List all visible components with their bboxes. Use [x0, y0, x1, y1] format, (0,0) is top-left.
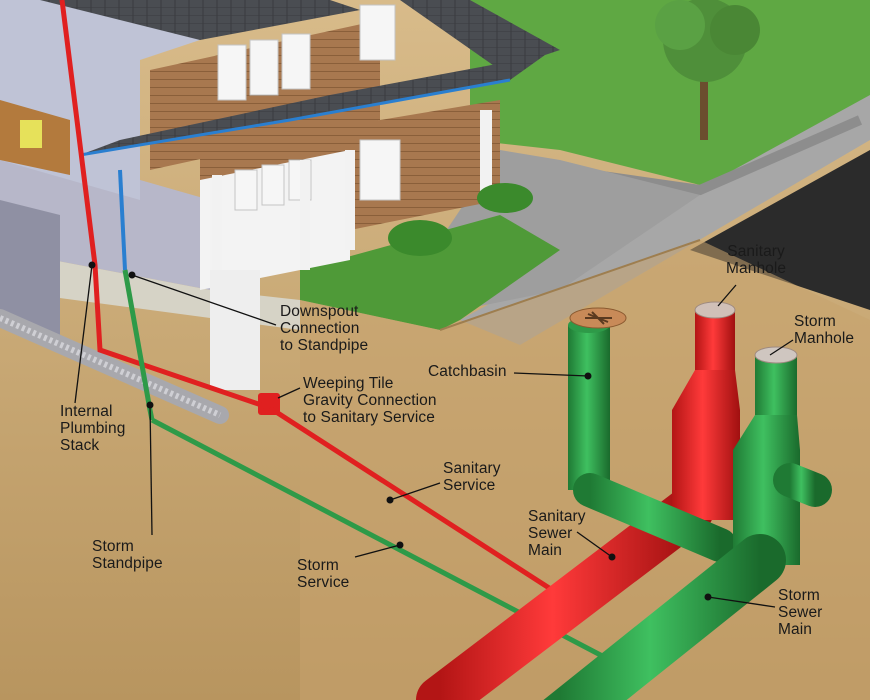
sanitary-service-pipe [268, 405, 562, 598]
label-sanitary-sewer-main: Sanitary Sewer Main [528, 508, 586, 559]
leader-lines [74, 264, 794, 608]
storm-sewer-main [543, 534, 786, 700]
label-storm-sewer-main: Storm Sewer Main [778, 587, 823, 638]
weeping-tile-ridges [0, 315, 222, 418]
front-lawn [300, 215, 560, 330]
kitchen-appliance [20, 120, 42, 148]
tree [655, 0, 760, 140]
foundation-pier [210, 270, 260, 390]
label-sanitary-service: Sanitary Service [443, 460, 501, 494]
sanitary-sewer-main [416, 486, 714, 700]
trench-edge [439, 239, 701, 331]
label-weeping-tile: Weeping Tile Gravity Connection to Sanit… [303, 375, 437, 426]
storm-manhole [733, 346, 832, 565]
label-storm-service: Storm Service [297, 557, 350, 591]
label-catchbasin: Catchbasin [428, 363, 507, 380]
shrub-right [477, 183, 533, 213]
label-downspout-connection: Downspout Connection to Standpipe [280, 303, 369, 354]
gutter [79, 78, 511, 157]
downspout [118, 169, 127, 271]
side-roof [400, 0, 560, 70]
road [690, 150, 870, 310]
label-storm-manhole: Storm Manhole [794, 313, 855, 347]
internal-plumbing-stack [59, 0, 271, 411]
far-lawn [470, 0, 870, 185]
shrub-left [388, 220, 452, 256]
porch-roof [80, 55, 545, 155]
catchbasin [568, 307, 737, 562]
sanitary-manhole [672, 301, 740, 520]
label-internal-plumbing-stack: Internal Plumbing Stack [60, 403, 126, 454]
leader-dots [88, 261, 712, 601]
porch-columns [212, 110, 492, 285]
label-sanitary-manhole: Sanitary Manhole [726, 243, 787, 277]
top-roof [40, 0, 360, 40]
label-storm-standpipe: Storm Standpipe [92, 538, 163, 572]
basement-side-wall [0, 200, 60, 340]
